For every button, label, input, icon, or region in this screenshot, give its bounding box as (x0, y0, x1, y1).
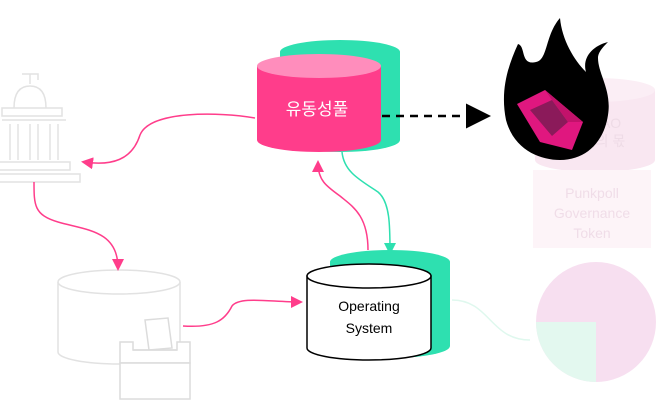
ballot-to-os-arrow (182, 295, 303, 328)
token-pie-chart (536, 262, 656, 382)
operating-system-cylinder: Operating System (306, 250, 450, 361)
token-line3: Token (573, 225, 610, 241)
os-label-line1: Operating (338, 298, 399, 314)
os-to-pie-connector (451, 299, 531, 341)
liquidity-pool-cylinder: 유동성풀 (257, 40, 400, 152)
government-building-icon (0, 73, 81, 183)
token-line1: Punkpoll (565, 185, 619, 201)
os-to-pool-arrow (312, 160, 369, 251)
government-to-storage-arrow (33, 181, 124, 271)
pool-label: 유동성풀 (286, 100, 349, 119)
ballot-box-icon (119, 317, 191, 400)
pool-to-government-arrow (81, 113, 256, 170)
pool-to-os-arrow (341, 151, 396, 255)
os-label-line2: System (346, 320, 393, 336)
token-line2: Governance (554, 205, 630, 221)
gem-icon (517, 90, 583, 150)
governance-token-block: Punkpoll Governance Token (533, 170, 651, 248)
